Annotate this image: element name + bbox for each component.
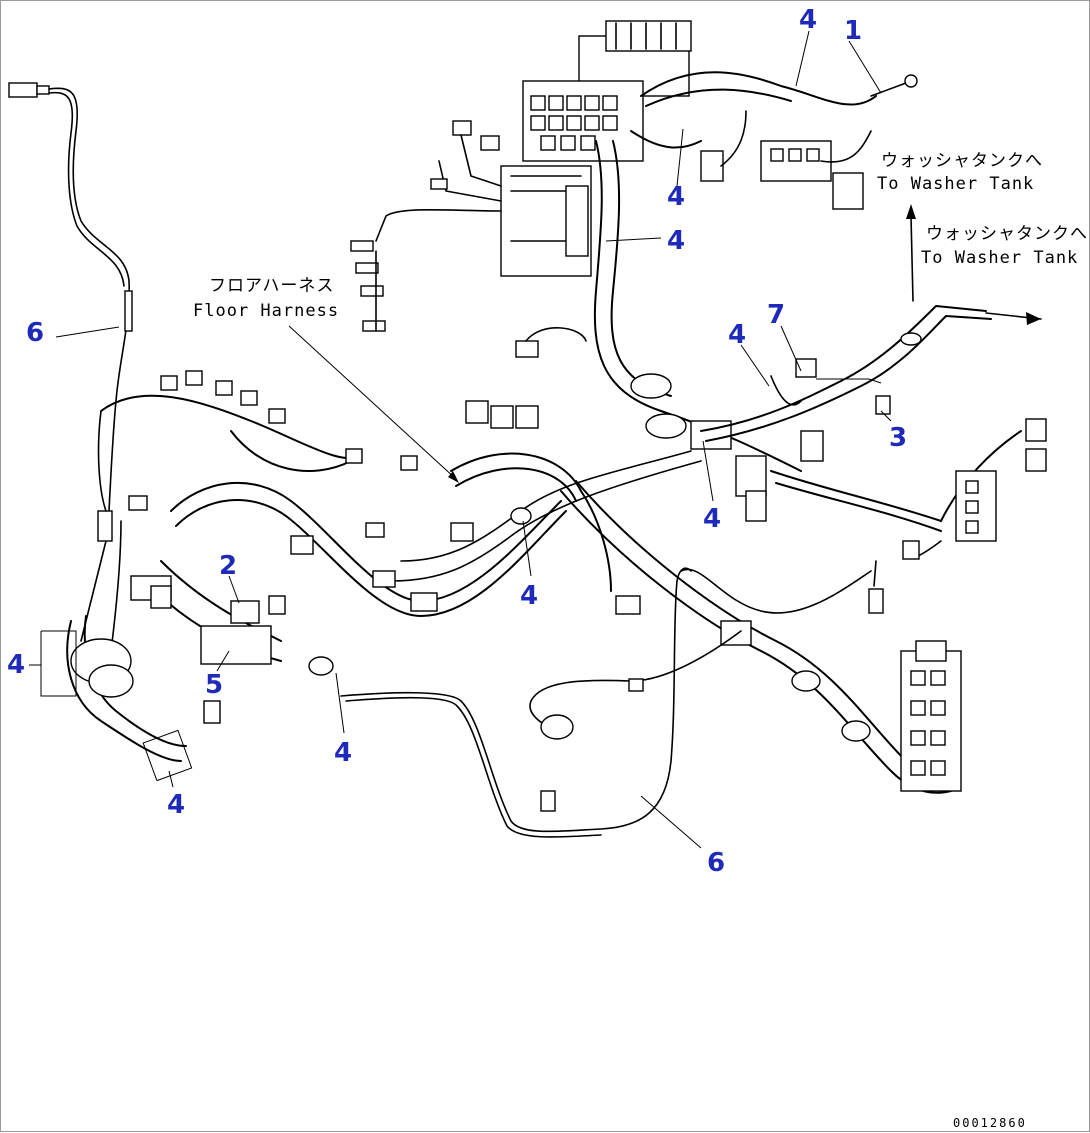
callout-4-center: 4 (520, 581, 538, 611)
floor-harness-note: フロアハーネス Floor Harness (193, 276, 339, 321)
callout-6-bottom: 6 (707, 848, 725, 878)
callout-numbers: 1 4 4 4 7 4 3 4 6 2 4 4 5 4 4 6 (7, 5, 907, 878)
callout-4-mid2: 4 (667, 226, 685, 256)
callout-3: 3 (889, 423, 907, 453)
floor-harness-note-en: Floor Harness (193, 301, 339, 321)
lower-right-harness (529, 480, 962, 794)
callout-1: 1 (844, 16, 862, 46)
callout-7: 7 (767, 300, 785, 330)
floor-harness (100, 370, 702, 724)
fuse-relay-box (500, 20, 692, 277)
callout-4-top: 4 (799, 5, 817, 35)
callout-4-right: 4 (703, 504, 721, 534)
callout-4-mid1: 4 (667, 182, 685, 212)
left-cluster (66, 410, 187, 762)
cable-6-lower (340, 567, 692, 838)
callout-4-low-mid: 4 (334, 738, 352, 768)
right-side-harness (770, 418, 1047, 614)
upper-left-connectors (350, 120, 502, 332)
floor-harness-note-jp: フロアハーネス (209, 276, 334, 296)
callout-4-mid3: 4 (728, 320, 746, 350)
washer-tank-note-1: ウォッシャタンクへ To Washer Tank (877, 151, 1043, 194)
washer-tank-note-2-jp: ウォッシャタンクへ (926, 224, 1088, 244)
main-trunk (515, 130, 824, 522)
callout-2: 2 (219, 551, 237, 581)
drawing-number: 00012860 (953, 1116, 1027, 1130)
washer-tank-harness (700, 204, 1042, 442)
cable-6-upper (8, 82, 133, 512)
washer-tank-note-1-en: To Washer Tank (877, 174, 1034, 194)
callout-6-left: 6 (26, 318, 44, 348)
washer-tank-note-2-en: To Washer Tank (921, 248, 1078, 268)
callout-5: 5 (205, 670, 223, 700)
callout-4-left: 4 (7, 650, 25, 680)
leader-lines (29, 30, 892, 849)
washer-tank-note-1-jp: ウォッシャタンクへ (881, 151, 1043, 171)
callout-4-bottom-left: 4 (167, 790, 185, 820)
washer-tank-note-2: ウォッシャタンクへ To Washer Tank (921, 224, 1088, 268)
upper-right-harness (640, 71, 918, 210)
